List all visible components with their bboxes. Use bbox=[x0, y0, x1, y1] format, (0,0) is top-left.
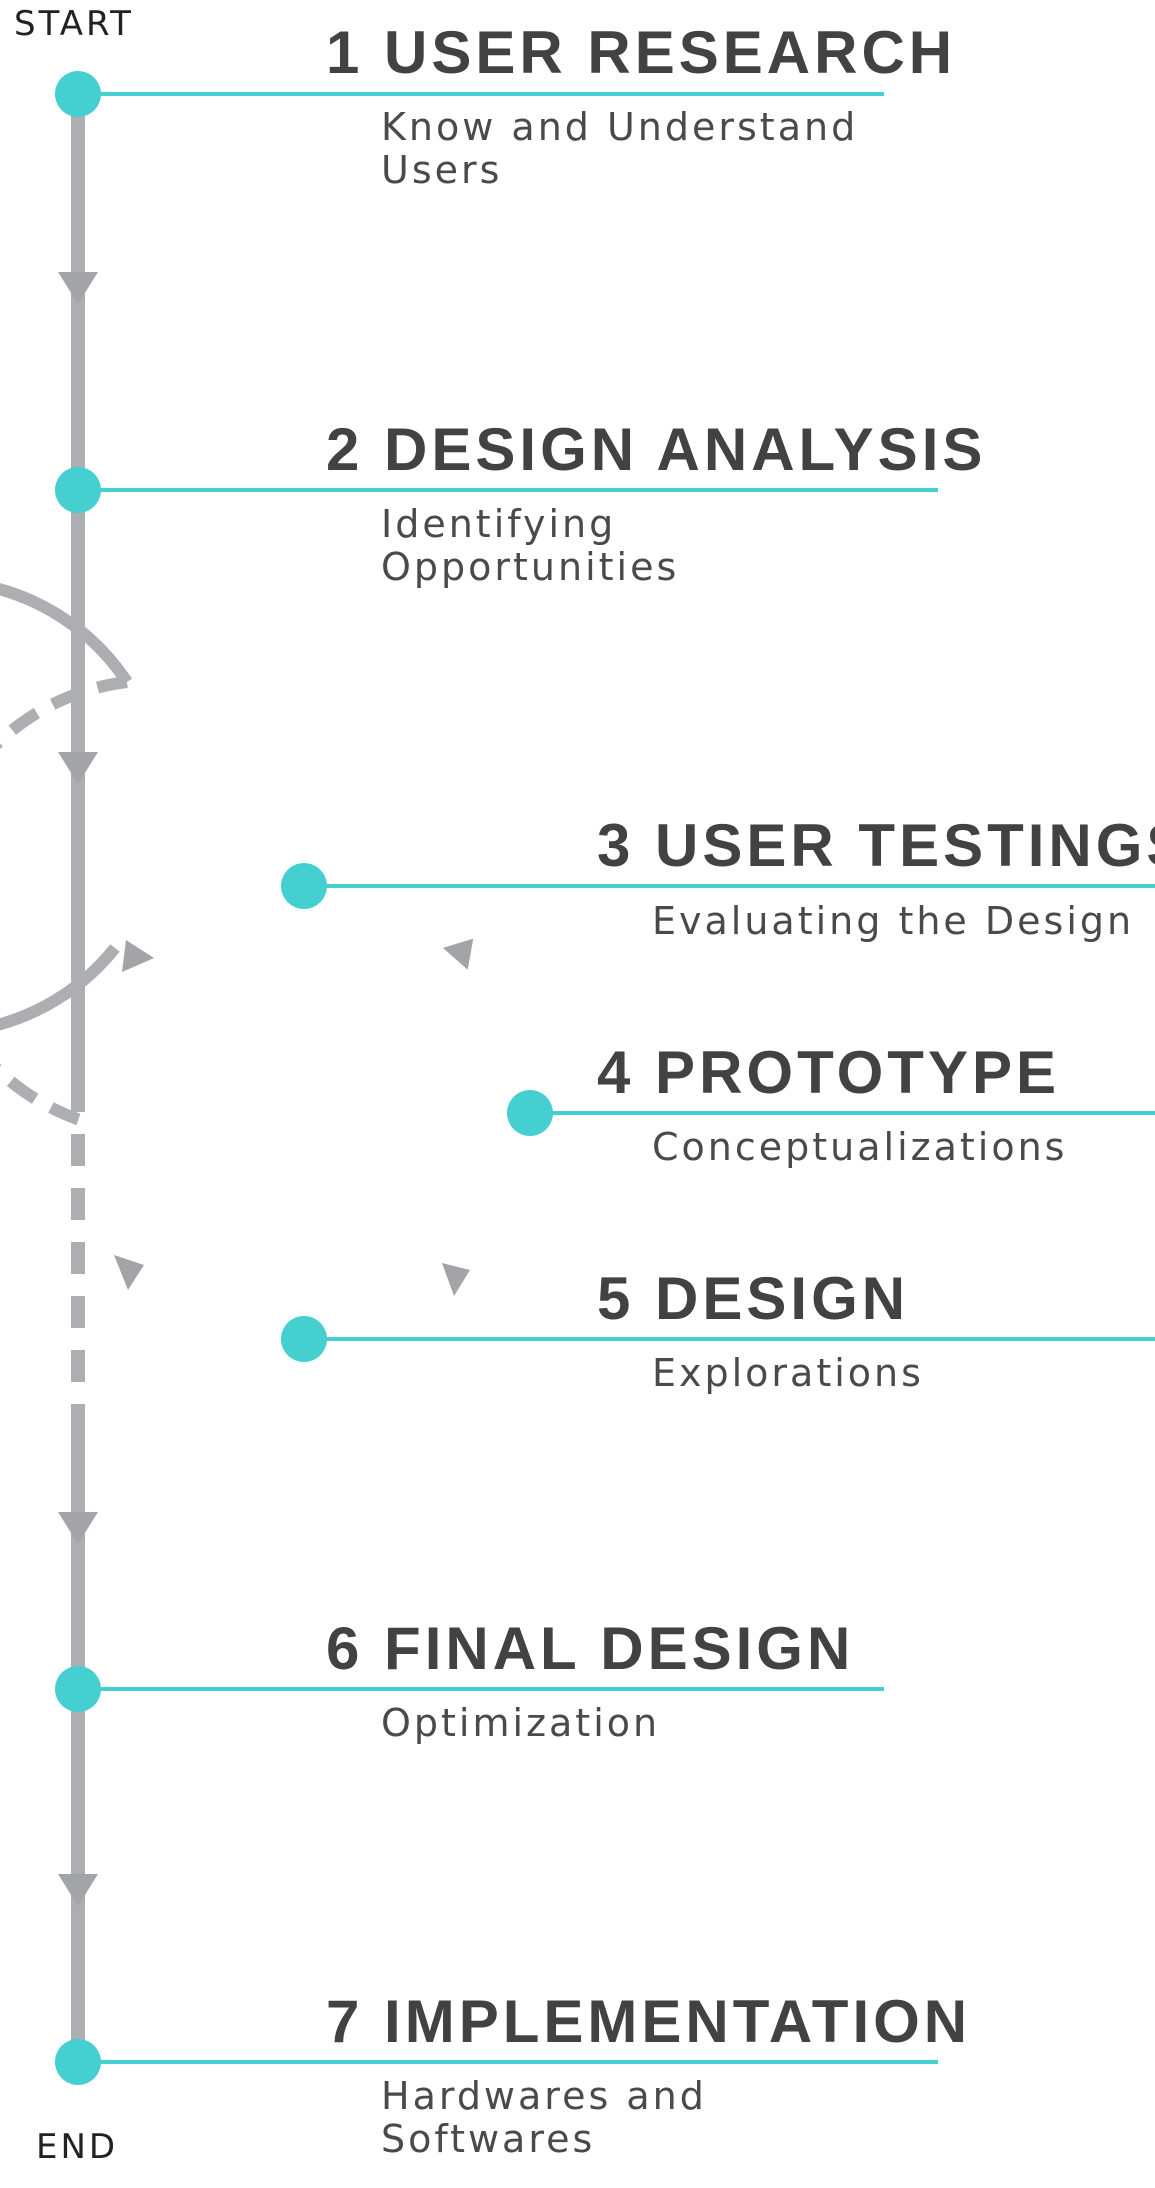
step-subtitle: Conceptualizations bbox=[652, 1125, 1067, 1169]
step-title: 7 IMPLEMENTATION bbox=[326, 1988, 971, 2055]
step-node bbox=[55, 467, 101, 513]
step-design: 5 DESIGN Explorations bbox=[281, 1265, 1155, 1395]
step-number: 4 bbox=[597, 1039, 634, 1106]
step-subtitle-line: Hardwares and bbox=[381, 2074, 707, 2118]
step-subtitle-line: Optimization bbox=[381, 1701, 660, 1745]
iteration-loop bbox=[0, 583, 474, 1296]
step-title: 1 USER RESEARCH bbox=[326, 19, 956, 86]
step-number: 1 bbox=[326, 19, 363, 86]
step-node bbox=[507, 1090, 553, 1136]
step-title: 6 FINAL DESIGN bbox=[326, 1615, 854, 1682]
down-arrow-icon bbox=[58, 272, 98, 304]
step-subtitle-line: Know and Understand bbox=[381, 105, 858, 149]
step-subtitle: Optimization bbox=[381, 1701, 660, 1745]
step-final-design: 6 FINAL DESIGN Optimization bbox=[55, 1615, 884, 1745]
loop-arc-dashed bbox=[0, 676, 128, 1126]
step-title: 5 DESIGN bbox=[597, 1265, 909, 1332]
step-title-text: IMPLEMENTATION bbox=[384, 1988, 971, 2055]
step-node bbox=[281, 1316, 327, 1362]
step-title-text: FINAL DESIGN bbox=[384, 1615, 854, 1682]
step-subtitle: Evaluating the Design bbox=[652, 899, 1134, 943]
step-number: 5 bbox=[597, 1265, 634, 1332]
loop-arrow-icon bbox=[122, 940, 154, 972]
down-arrow-icon bbox=[58, 1512, 98, 1544]
step-prototype: 4 PROTOTYPE Conceptualizations bbox=[507, 1039, 1155, 1169]
step-implementation: 7 IMPLEMENTATION Hardwares and Softwares bbox=[55, 1988, 971, 2161]
down-arrow-icon bbox=[58, 752, 98, 784]
down-arrow-icon bbox=[58, 1874, 98, 1906]
step-user-testings: 3 USER TESTINGS Evaluating the Design bbox=[281, 812, 1155, 943]
step-node bbox=[281, 863, 327, 909]
step-subtitle-line: Identifying bbox=[381, 502, 616, 546]
track-arrows bbox=[58, 272, 98, 1906]
step-node bbox=[55, 1666, 101, 1712]
step-title: 4 PROTOTYPE bbox=[597, 1039, 1060, 1106]
step-subtitle-line: Evaluating the Design bbox=[652, 899, 1134, 943]
step-number: 7 bbox=[326, 1988, 363, 2055]
loop-arrow-icon bbox=[442, 1263, 470, 1296]
step-title: 3 USER TESTINGS bbox=[597, 812, 1155, 879]
step-subtitle-line: Explorations bbox=[652, 1351, 924, 1395]
step-title-text: DESIGN ANALYSIS bbox=[384, 416, 986, 483]
step-title-text: USER RESEARCH bbox=[384, 19, 956, 86]
loop-arrow-icon bbox=[442, 938, 474, 970]
loop-arrow-icon bbox=[114, 1255, 144, 1290]
step-subtitle-line: Conceptualizations bbox=[652, 1125, 1067, 1169]
step-design-analysis: 2 DESIGN ANALYSIS Identifying Opportunit… bbox=[55, 416, 986, 589]
end-label: END bbox=[36, 2127, 118, 2167]
step-subtitle: Know and Understand Users bbox=[381, 105, 873, 192]
step-node bbox=[55, 2039, 101, 2085]
step-subtitle-line: Softwares bbox=[381, 2117, 595, 2161]
start-label: START bbox=[14, 4, 134, 44]
step-title: 2 DESIGN ANALYSIS bbox=[326, 416, 986, 483]
step-title-text: DESIGN bbox=[655, 1265, 909, 1332]
step-title-text: PROTOTYPE bbox=[655, 1039, 1060, 1106]
step-subtitle: Identifying Opportunities bbox=[381, 502, 679, 589]
step-user-research: 1 USER RESEARCH Know and Understand User… bbox=[55, 19, 956, 192]
step-subtitle-line: Users bbox=[381, 148, 502, 192]
step-subtitle: Hardwares and Softwares bbox=[381, 2074, 722, 2161]
step-subtitle: Explorations bbox=[652, 1351, 924, 1395]
step-number: 2 bbox=[326, 416, 363, 483]
step-number: 3 bbox=[597, 812, 634, 879]
step-number: 6 bbox=[326, 1615, 363, 1682]
step-title-text: USER TESTINGS bbox=[655, 812, 1155, 879]
step-node bbox=[55, 71, 101, 117]
step-subtitle-line: Opportunities bbox=[381, 545, 679, 589]
loop-arc-solid bbox=[0, 583, 132, 1031]
